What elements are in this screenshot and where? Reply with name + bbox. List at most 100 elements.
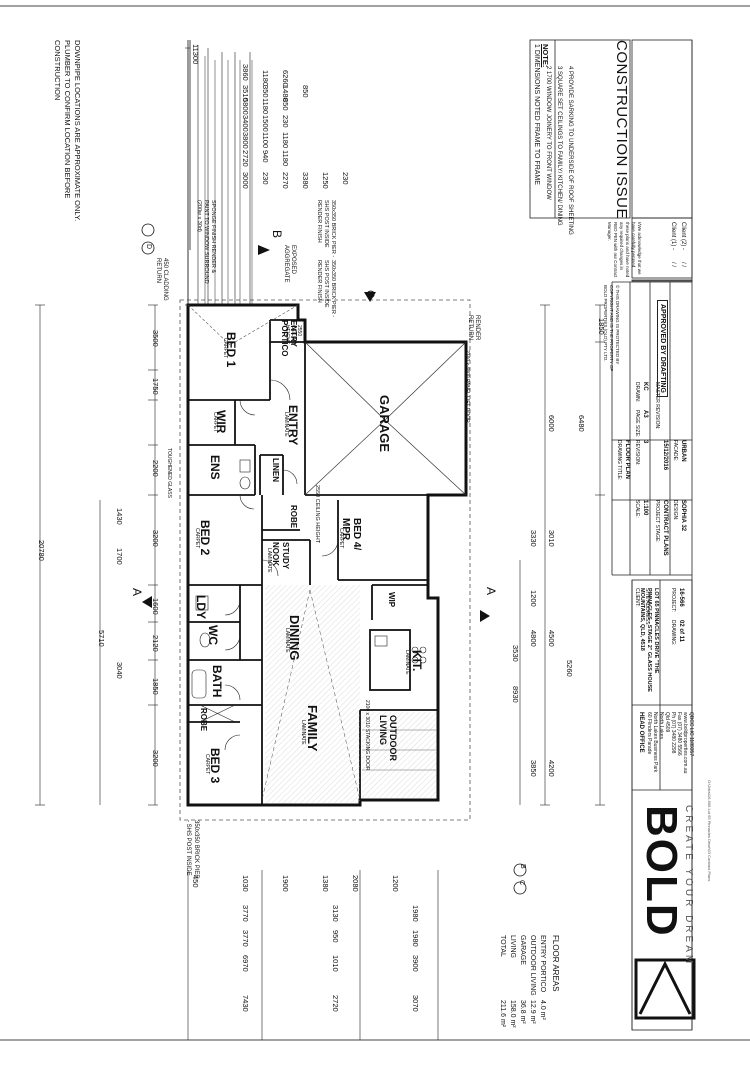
room-wir-floor: CARPET <box>212 412 218 433</box>
downpipe-note: DOWNPIPE LOCATIONS ARE APPROXIMATE ONLY.… <box>53 40 82 222</box>
room-wip: WIP <box>387 592 396 608</box>
revision-value: 3 <box>642 440 648 444</box>
right-dimension-lines <box>519 304 605 806</box>
dim-top-r3-1: 1180 <box>261 98 270 115</box>
issue-date-value: 15/12/2016 <box>662 440 668 471</box>
brand-logo-text: BOLD <box>637 805 686 938</box>
note-item-4: 4 PROVIDE SARKING TO UNDERSIDE OF ROOF S… <box>567 66 573 235</box>
dim-top-r2-3: 850 <box>301 85 310 98</box>
room-study-nook: STUDY NOOK <box>271 542 290 569</box>
dim-right-3: 3010 <box>547 530 556 547</box>
floor-area-value-0: 4.0 m² <box>539 1000 546 1020</box>
room-linen: LINEN <box>271 458 280 482</box>
annotation-exposed-aggregate: EXPOSED AGGREGATE <box>283 245 296 283</box>
dim-bottom-r2-1: 3130 <box>331 905 340 922</box>
section-marker-b-2: B <box>519 864 526 869</box>
floor-area-value-2: 36.8 m² <box>519 1000 526 1024</box>
note-item-2: 2 1700 WINDOW JOINERY TO FRONT WINDOW <box>545 66 551 200</box>
dim-right-7: 4500 <box>547 630 556 647</box>
dim-left-6: 1850 <box>151 678 160 695</box>
room-garage: GARAGE <box>377 395 392 453</box>
page-size-value: A3 <box>642 410 648 418</box>
dim-bottom-r5-1: 2720 <box>331 995 340 1012</box>
floor-area-label-0: ENTRY PORTICO <box>539 935 546 993</box>
site-boundary <box>179 299 471 821</box>
room-kit-floor: LAMINATE <box>404 650 410 675</box>
room-robe: ROBE <box>289 505 298 529</box>
room-family-floor: LAMINATE <box>300 720 306 745</box>
project-label: PROJECT: <box>670 588 676 613</box>
note-item-1: 1 DIMENSIONS NOTED FRAME TO FRAME <box>533 44 540 185</box>
dim-left-7: 3200 <box>151 750 160 767</box>
dim-left-4: 1600 <box>151 598 160 615</box>
dim-top-r4-2: 230 <box>281 115 290 128</box>
dim-top-r6-1: 940 <box>261 150 270 163</box>
project-value: 16-566 <box>678 588 684 607</box>
drawn-label: DRAWN: <box>634 382 640 403</box>
facade-value: URBAN <box>680 440 686 462</box>
dim-right-4: 3330 <box>529 530 538 547</box>
construction-issue-label: CONSTRUCTION ISSUE <box>613 40 630 220</box>
laminate-area <box>265 585 360 803</box>
dim-top-r1-0: 3860 <box>241 64 250 81</box>
drawing-value: 02 of 11 <box>678 620 684 643</box>
dim-bottom-r1-1: 1030 <box>241 875 250 892</box>
dim-right-overall: 8930 <box>511 686 520 703</box>
head-office-label: HEAD OFFICE <box>638 712 644 753</box>
section-marker-d: D <box>145 244 152 250</box>
dim-top-r4-0: 3400 <box>241 115 250 132</box>
annotation-ceiling-height: 2550 CEILING HEIGHT <box>314 485 320 544</box>
scale-label: SCALE: <box>634 500 640 518</box>
drawing-label: DRAWING: <box>670 620 676 646</box>
drawn-value: KC <box>642 382 648 391</box>
copyright-notice: © THIS DRAWING IS PROTECTED BY COPYRIGHT… <box>603 285 620 372</box>
client-2-date: / / <box>680 262 686 268</box>
room-bath: BATH <box>210 665 224 698</box>
dim-bottom-r2-2: 1980 <box>411 905 420 922</box>
floor-area-label-2: GARAGE <box>519 935 526 965</box>
dim-top-r6-0: 2720 <box>241 150 250 167</box>
dim-top-r2-1: 350 <box>261 85 270 98</box>
file-path-footer: O:\Jobs\16-566 Lot 65 Pinnacles Drive\03… <box>707 780 712 882</box>
room-dining-floor: LAMINATE <box>284 628 290 653</box>
dim-top-r7-2: 2270 <box>281 172 290 189</box>
dim-bottom-r1-5: 1200 <box>391 875 400 892</box>
dim-bottom-r5-0: 7430 <box>241 995 250 1012</box>
project-stage-value: CONTRACT PLANS <box>662 500 668 556</box>
dim-right-1: 6480 <box>577 415 586 432</box>
dim-bottom-r4-1: 1010 <box>331 955 340 972</box>
annotation-ceiling-height-2: 2550 CEILING HEIGHT <box>284 325 302 346</box>
dim-top-r5-0: 3800 <box>241 132 250 149</box>
section-circles <box>141 223 527 895</box>
approved-by-drafting-stamp: APPROVED BY DRAFTING <box>657 300 668 397</box>
left-dimension-lines <box>35 304 158 806</box>
bold-logo-mark <box>634 958 696 1020</box>
section-marker-b: B <box>270 230 284 239</box>
room-robe2: ROBE <box>199 708 208 732</box>
design-label: DESIGN: <box>672 500 678 521</box>
dim-top-r3-2: 850 <box>281 98 290 111</box>
dim-right-5: 1200 <box>529 590 538 607</box>
dim-top-r3-0: 5800 <box>241 98 250 115</box>
dim-bottom-r1-2: 1900 <box>281 875 290 892</box>
annotation-stacking-door: 2100 x 3010 STACKING DOOR <box>364 700 370 771</box>
room-kit: KIT. <box>410 650 424 672</box>
room-bed3: BED 3 <box>208 748 222 784</box>
dim-right-6: 4800 <box>529 630 538 647</box>
room-bed1-floor: CARPET <box>222 338 228 359</box>
section-marker-c: C <box>364 290 376 298</box>
page-size-label: PAGE SIZE: <box>634 410 640 438</box>
internal-walls <box>188 319 466 805</box>
family-rays <box>261 589 361 801</box>
dim-left2-0: 1430 <box>115 508 124 525</box>
dim-bottom-r5-2: 3070 <box>411 995 420 1012</box>
floor-area-value-4: 211.6 m² <box>499 1000 506 1028</box>
bottom-dimension-lines <box>187 870 439 1040</box>
client-2-sign: Client (2) - <box>680 222 686 251</box>
dim-top-r5-1: 1100 <box>261 132 270 149</box>
dim-left-overall: 20780 <box>37 540 46 561</box>
dim-bottom-r4-2: 3900 <box>411 955 420 972</box>
notes-title: NOTE: <box>541 44 550 68</box>
dim-bottom-r3-0: 3770 <box>241 930 250 947</box>
